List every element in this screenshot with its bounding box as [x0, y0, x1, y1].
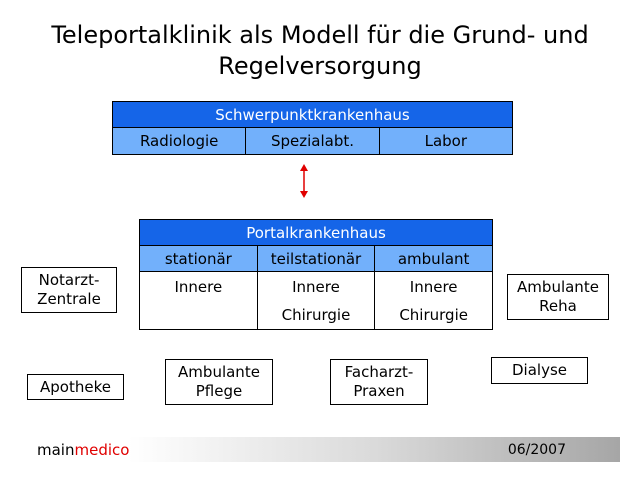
- column-ambulant: ambulant: [374, 245, 493, 272]
- portalkrankenhaus-table: Portalkrankenhaus stationär teilstationä…: [139, 219, 493, 330]
- schwerpunktkrankenhaus-table: Schwerpunktkrankenhaus Radiologie Spezia…: [111, 101, 514, 155]
- cell-stationaer: Innere: [139, 271, 258, 330]
- cell-item: Chirurgie: [281, 306, 351, 324]
- schwerpunktkrankenhaus-header: Schwerpunktkrankenhaus: [112, 101, 513, 128]
- notarzt-zentrale-box: Notarzt- Zentrale: [21, 267, 117, 313]
- cell-item: Innere: [174, 278, 223, 296]
- department-spezialabt: Spezialabt.: [245, 127, 380, 155]
- page-title: Teleportalklinik als Modell für die Grun…: [51, 21, 589, 80]
- ambulante-pflege-box: Ambulante Pflege: [165, 359, 273, 405]
- footer-bar: mainmedico 06/2007: [20, 437, 620, 462]
- column-stationaer: stationär: [139, 245, 258, 272]
- dialyse-box: Dialyse: [491, 357, 588, 384]
- department-labor: Labor: [378, 127, 514, 155]
- facharzt-praxen-box: Facharzt- Praxen: [330, 359, 428, 405]
- portalkrankenhaus-header: Portalkrankenhaus: [139, 219, 493, 246]
- cell-teilstationaer: Innere Chirurgie: [256, 271, 376, 330]
- cell-ambulant: Innere Chirurgie: [374, 271, 493, 330]
- cell-item: Chirurgie: [399, 306, 468, 324]
- brand-main: main: [37, 441, 75, 459]
- column-teilstationaer: teilstationär: [256, 245, 376, 272]
- brand-medico: medico: [74, 441, 130, 459]
- ambulante-reha-box: Ambulante Reha: [507, 274, 609, 320]
- cell-item: Innere: [409, 278, 458, 296]
- footer-date: 06/2007: [507, 442, 566, 458]
- apotheke-box: Apotheke: [27, 374, 124, 400]
- brand-logo: mainmedico: [37, 441, 129, 459]
- cell-item: Innere: [292, 278, 340, 296]
- department-radiologie: Radiologie: [111, 127, 247, 155]
- bidirectional-arrow-icon: [300, 164, 308, 198]
